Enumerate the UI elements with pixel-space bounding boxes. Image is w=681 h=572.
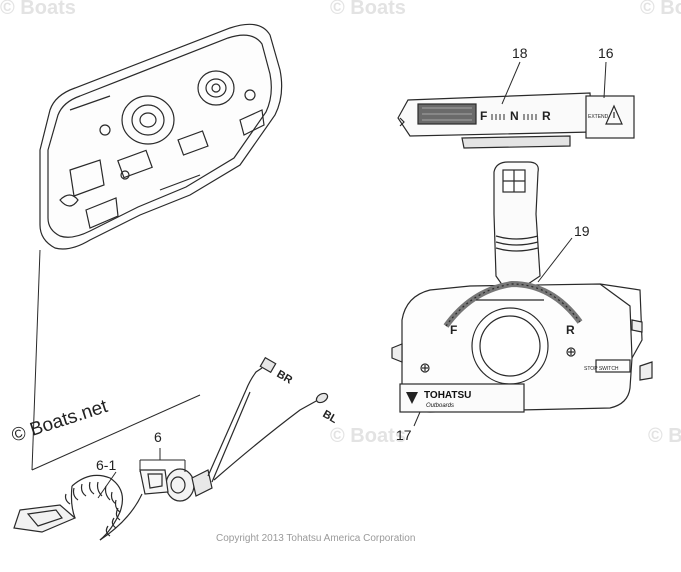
- stop-switch-assembly: [13, 356, 329, 541]
- callout-6-1-label: 6-1: [96, 457, 116, 473]
- callout-6-1: 6-1: [96, 457, 116, 499]
- callout-6: 6: [139, 429, 186, 472]
- watermark-top-right: © Boats: [640, 0, 681, 19]
- wire-bl-label: BL: [321, 408, 340, 426]
- warning-tag: [585, 95, 635, 139]
- callout-17: 17: [396, 411, 421, 443]
- watermark-boats-net: © Boats.net: [9, 396, 111, 447]
- warning-tag-text: EXTEND: [588, 114, 609, 120]
- watermark-mid-center: © Boats: [330, 425, 406, 447]
- tohatsu-subbrand: Outboards: [426, 403, 454, 409]
- callout-18-label: 18: [512, 45, 528, 61]
- indicator-marks: [491, 114, 537, 120]
- callout-19-label: 19: [574, 223, 590, 239]
- callout-19: 19: [537, 223, 590, 283]
- stop-switch-text: STOP SWITCH: [584, 366, 619, 372]
- watermark-top-center: © Boats: [330, 0, 406, 19]
- indicator-n-label: N: [510, 109, 519, 123]
- control-box: [391, 161, 653, 413]
- copyright-text: Copyright 2013 Tohatsu America Corporati…: [216, 533, 415, 544]
- callout-17-label: 17: [396, 427, 412, 443]
- callout-18: 18: [501, 45, 528, 105]
- callout-6-label: 6: [154, 429, 162, 445]
- watermark-mid-right: © Boats: [648, 425, 681, 447]
- indicator-f-label: F: [480, 109, 487, 123]
- tohatsu-brand: TOHATSU: [424, 390, 471, 401]
- callout-16: 16: [598, 45, 614, 99]
- shift-indicator: [397, 92, 593, 149]
- callout-16-label: 16: [598, 45, 614, 61]
- wire-br-label: BR: [275, 368, 295, 386]
- watermark-top-left: © Boats: [0, 0, 76, 19]
- control-housing: [39, 23, 283, 250]
- indicator-r-label: R: [542, 109, 551, 123]
- assembly-leader-lines: [31, 249, 201, 471]
- control-box-r-label: R: [566, 323, 575, 337]
- control-box-f-label: F: [450, 323, 457, 337]
